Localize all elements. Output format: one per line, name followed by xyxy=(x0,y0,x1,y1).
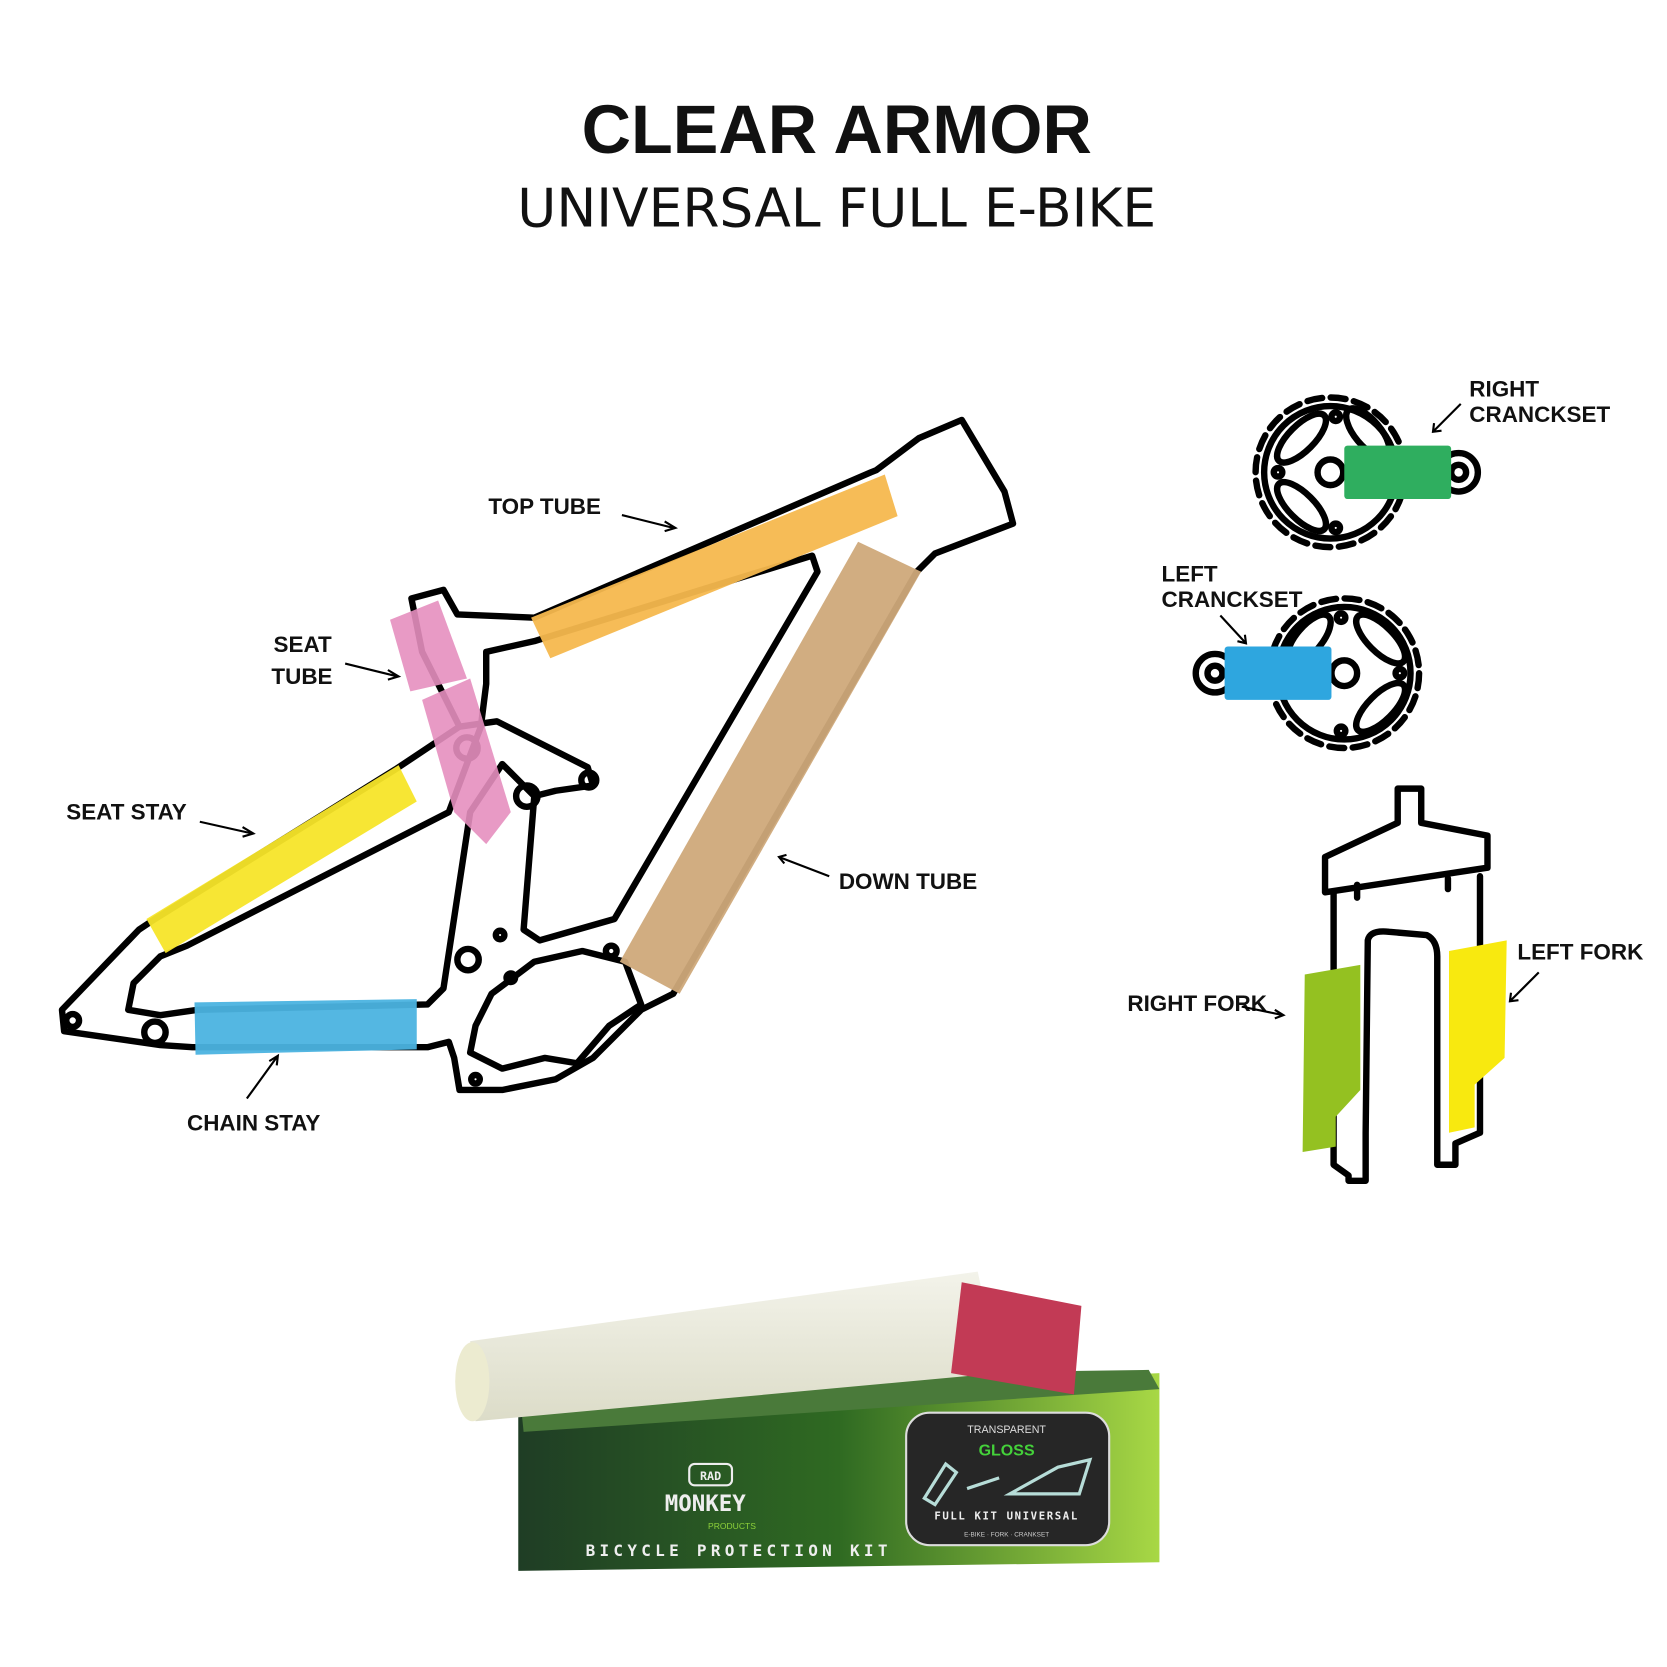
brand-subtitle: PRODUCTS xyxy=(708,1521,756,1531)
right-crankset xyxy=(1252,394,1482,551)
label-chain-stay: CHAIN STAY xyxy=(187,1111,320,1136)
left-crankset xyxy=(1192,595,1423,752)
left-fork-patch xyxy=(1449,940,1507,1133)
brand-name: MONKEY xyxy=(665,1491,747,1517)
arrow-down-tube xyxy=(777,853,830,878)
arrow-left-fork xyxy=(1508,971,1540,1003)
top-tube-patch xyxy=(531,474,898,659)
down-tube-patch xyxy=(619,541,922,994)
arrow-left-crankset xyxy=(1219,614,1248,645)
protection-film-roll xyxy=(470,1271,1000,1422)
right-crankset-patch xyxy=(1344,445,1452,500)
label-left-crankset-line1: LEFT xyxy=(1162,561,1218,586)
left-crankset-patch xyxy=(1224,646,1332,700)
squeegee-tool xyxy=(951,1282,1082,1395)
finish-label-2: GLOSS xyxy=(979,1441,1035,1459)
label-top-tube: TOP TUBE xyxy=(488,494,601,519)
label-seat-tube-line2: TUBE xyxy=(271,664,332,689)
kit-name: BICYCLE PROTECTION KIT xyxy=(586,1541,892,1560)
label-right-fork: RIGHT FORK xyxy=(1127,991,1267,1016)
kit-contents: E-BIKE · FORK · CRANKSET xyxy=(964,1532,1049,1539)
arrow-seat-tube xyxy=(344,662,402,681)
chain-stay-patch xyxy=(194,999,417,1055)
label-seat-stay: SEAT STAY xyxy=(66,800,187,825)
seat-stay-patch xyxy=(146,765,417,954)
label-right-crankset-line2: CRANCKSET xyxy=(1469,402,1610,427)
label-right-crankset-line1: RIGHT xyxy=(1469,376,1539,401)
seat-tube-patch-upper xyxy=(390,600,467,692)
label-left-crankset-line2: CRANCKSET xyxy=(1162,587,1303,612)
page-title: CLEAR ARMOR xyxy=(582,92,1092,168)
label-seat-tube-line1: SEAT xyxy=(274,632,332,657)
label-down-tube: DOWN TUBE xyxy=(839,869,977,894)
arrow-top-tube xyxy=(621,514,678,533)
kit-type: FULL KIT UNIVERSAL xyxy=(934,1510,1079,1523)
arrow-seat-stay xyxy=(199,820,256,838)
label-left-fork: LEFT FORK xyxy=(1517,940,1643,965)
arrow-right-crankset xyxy=(1431,403,1462,433)
product-photo: RAD MONKEY PRODUCTS BICYCLE PROTECTION K… xyxy=(455,1271,1160,1571)
product-label-panel xyxy=(905,1411,1111,1547)
arrow-right-fork xyxy=(1241,1005,1286,1020)
brand-badge: RAD xyxy=(700,1469,721,1483)
finish-label-1: TRANSPARENT xyxy=(967,1424,1046,1436)
seat-tube-patch-lower xyxy=(422,678,511,845)
arrow-chain-stay xyxy=(245,1053,280,1100)
brand-logo: RAD MONKEY PRODUCTS xyxy=(665,1462,756,1531)
page-subtitle: UNIVERSAL FULL E-BIKE xyxy=(517,177,1156,240)
suspension-fork xyxy=(1321,785,1491,1184)
right-fork-patch xyxy=(1302,964,1361,1152)
